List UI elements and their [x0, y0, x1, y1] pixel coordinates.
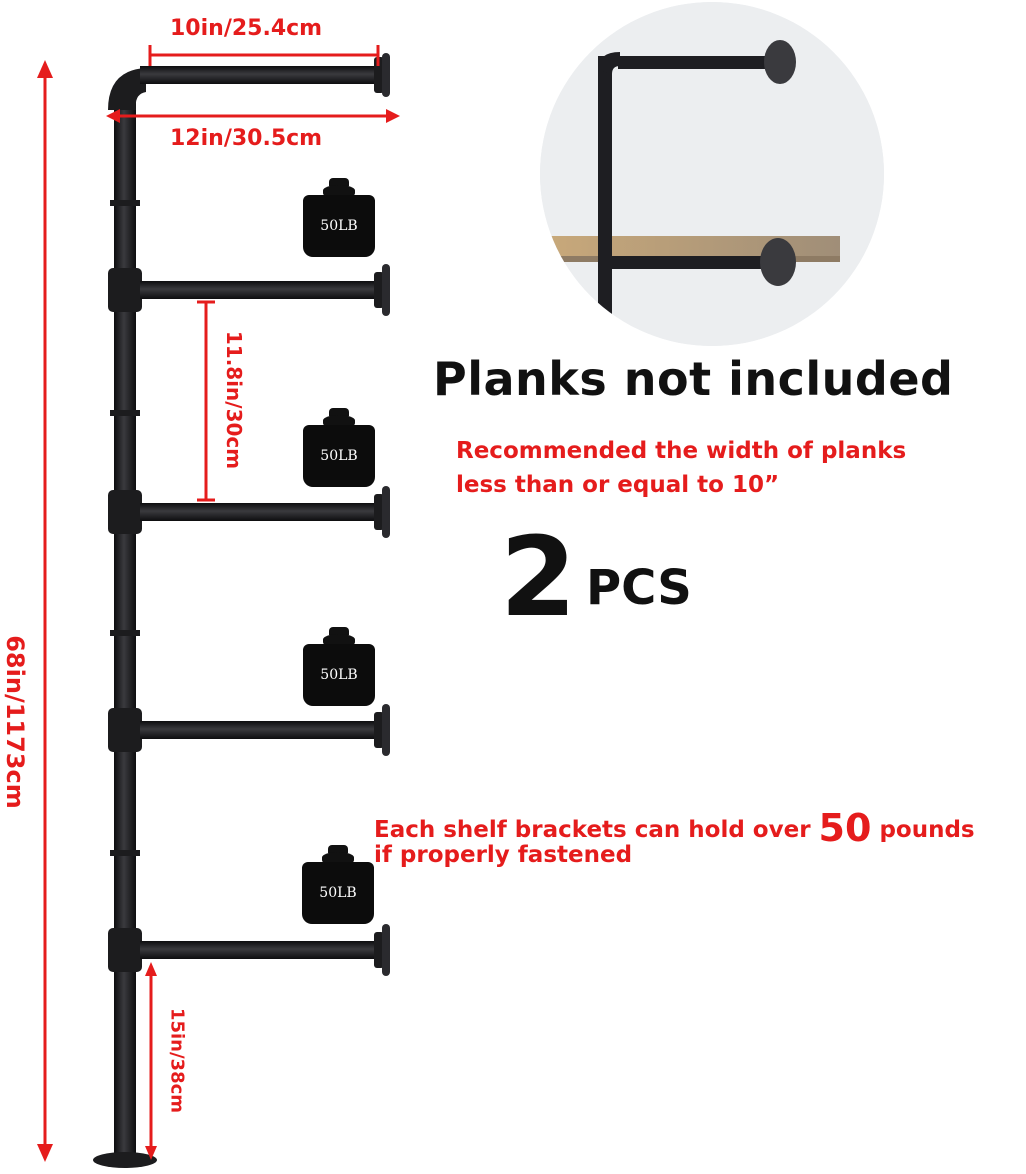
- weight-icon: 50LB: [303, 178, 375, 258]
- bottom-clearance-label: 15in/38cm: [166, 1007, 188, 1114]
- inset-photo: [540, 2, 884, 346]
- weight-icon: 50LB: [302, 845, 374, 925]
- weight-icon: 50LB: [303, 408, 375, 488]
- weight-icon: 50LB: [303, 627, 375, 707]
- recommendation-line-1: Recommended the width of planks: [456, 438, 907, 464]
- capacity-number: 50: [818, 806, 872, 850]
- capacity-line-2: if properly fastened: [374, 842, 633, 868]
- shelf-spacing-label: 11.8in/30cm: [222, 330, 246, 470]
- vertical-pipe: [114, 86, 136, 1164]
- recommendation-line-2: less than or equal to 10”: [456, 472, 780, 498]
- dimension-lines: [37, 45, 400, 1162]
- top-elbow: [108, 68, 146, 110]
- headline: Planks not included: [433, 352, 954, 406]
- total-height-label: 68in/1173cm: [1, 635, 29, 809]
- weight-label: 50LB: [320, 218, 358, 234]
- capacity-prefix: Each shelf brackets can hold over: [374, 817, 819, 843]
- weight-label: 50LB: [319, 885, 357, 901]
- top-arm-depth-label: 12in/30.5cm: [170, 126, 323, 151]
- top-arm-length-label: 10in/25.4cm: [170, 16, 323, 41]
- quantity-number: 2: [500, 513, 577, 641]
- capacity-suffix: pounds: [871, 817, 975, 843]
- weight-label: 50LB: [320, 667, 358, 683]
- floor-flange: [93, 1152, 157, 1168]
- weight-label: 50LB: [320, 448, 358, 464]
- capacity-line-1: Each shelf brackets can hold over 50 pou…: [374, 806, 975, 850]
- shelf-arms: [108, 53, 390, 976]
- quantity-unit: PCS: [586, 560, 692, 616]
